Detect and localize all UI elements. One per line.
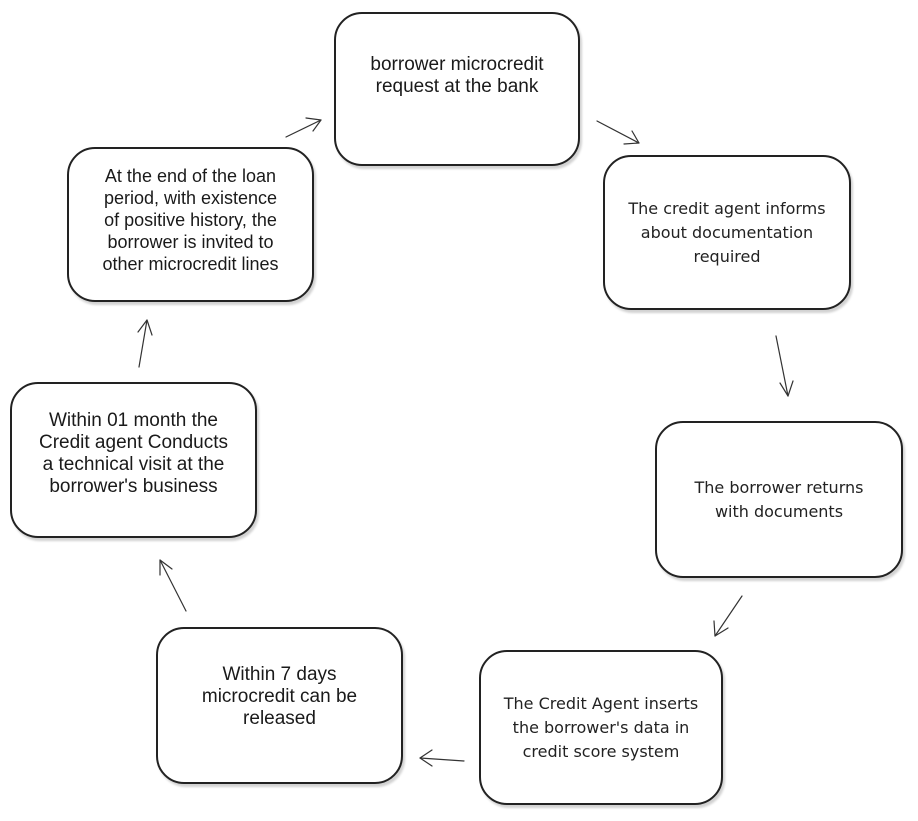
step-box-borrower-returns: The borrower returns with documents (655, 421, 903, 578)
step-text-technical-visit: Within 01 month the Credit agent Conduct… (38, 410, 229, 497)
step-box-documentation-required: The credit agent informs about documenta… (603, 155, 851, 310)
arrow-request-to-documentation (596, 120, 640, 145)
step-box-microcredit-release: Within 7 days microcredit can be release… (156, 627, 403, 784)
step-text-loan-end-invitation: At the end of the loan period, with exis… (102, 165, 279, 274)
step-text-microcredit-release: Within 7 days microcredit can be release… (201, 663, 358, 729)
arrow-technical-visit-to-invitation (137, 319, 153, 368)
arrow-credit-score-to-release (419, 749, 465, 767)
step-text-credit-score-entry: The Credit Agent inserts the borrower's … (503, 693, 699, 761)
step-text-borrower-returns: The borrower returns with documents (694, 477, 864, 521)
step-box-microcredit-request: borrower microcredit request at the bank (334, 12, 580, 166)
step-text-documentation-required: The credit agent informs about documenta… (628, 198, 826, 266)
arrow-invitation-to-request (285, 117, 322, 138)
arrow-returns-to-credit-score (713, 595, 743, 637)
arrow-documentation-to-returns (775, 335, 794, 397)
step-box-technical-visit: Within 01 month the Credit agent Conduct… (10, 382, 257, 538)
step-box-loan-end-invitation: At the end of the loan period, with exis… (67, 147, 314, 302)
step-text-microcredit-request: borrower microcredit request at the bank (370, 54, 544, 97)
arrow-release-to-technical-visit (159, 559, 187, 612)
step-box-credit-score-entry: The Credit Agent inserts the borrower's … (479, 650, 723, 805)
